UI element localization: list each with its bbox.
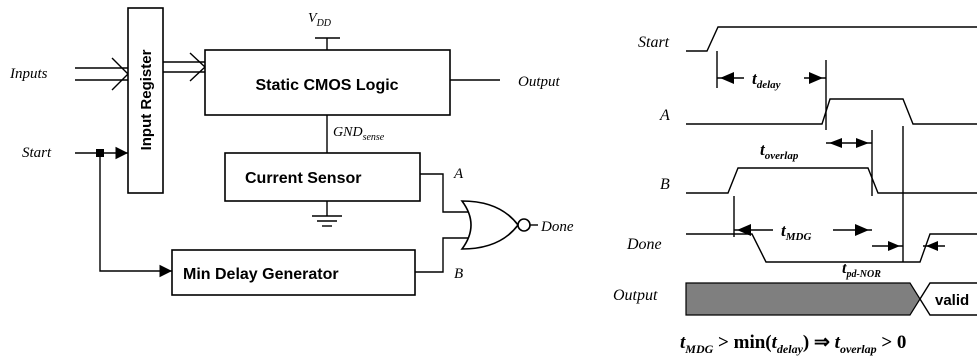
min-delay-generator-label: Min Delay Generator bbox=[183, 266, 339, 283]
start-label: Start bbox=[22, 145, 52, 161]
timing-label-done: Done bbox=[626, 236, 662, 253]
b-waveform bbox=[686, 167, 977, 194]
tdelay-label-bg bbox=[744, 66, 804, 90]
timing-label-a: A bbox=[659, 107, 670, 124]
block-diagram: Inputs Input Register VDD Static CMOS Lo… bbox=[9, 7, 574, 296]
timing-label-output: Output bbox=[613, 287, 658, 304]
tdelay-label: tdelay bbox=[752, 69, 781, 91]
current-sensor-box bbox=[224, 152, 421, 202]
done-waveform bbox=[686, 233, 977, 263]
done-label: Done bbox=[540, 219, 574, 235]
register-to-logic-bus bbox=[163, 52, 207, 82]
timing-label-start: Start bbox=[638, 34, 670, 51]
a-wire bbox=[420, 173, 472, 213]
tmdg-label-bg bbox=[773, 218, 833, 242]
vdd-label: VDD bbox=[308, 11, 332, 29]
b-wire bbox=[415, 237, 472, 273]
start-waveform bbox=[686, 26, 977, 52]
output-valid-outline bbox=[919, 282, 977, 316]
a-label: A bbox=[453, 166, 464, 182]
inputs-bus-arrow bbox=[75, 57, 129, 91]
ground-symbol bbox=[312, 201, 342, 227]
tpd-arrow-left bbox=[888, 241, 900, 251]
tdelay-arrow-right bbox=[809, 72, 823, 84]
a-waveform bbox=[686, 98, 977, 125]
output-valid-label: valid bbox=[935, 292, 969, 309]
tmdg-label: tMDG bbox=[781, 221, 811, 243]
timing-diagram: Start A B Done Output valid tdelay bbox=[613, 26, 977, 356]
input-register-box bbox=[127, 7, 164, 194]
toverlap-arrow-right bbox=[856, 138, 869, 148]
output-label: Output bbox=[518, 74, 561, 90]
current-sensor-label: Current Sensor bbox=[245, 170, 361, 187]
tdelay-arrow-left bbox=[720, 72, 734, 84]
start-to-mdg-arrow bbox=[99, 157, 172, 278]
nor-gate bbox=[460, 200, 531, 250]
start-junction bbox=[96, 149, 104, 157]
input-register-label: Input Register bbox=[138, 49, 155, 150]
static-cmos-logic-box bbox=[204, 49, 451, 116]
inputs-label: Inputs bbox=[9, 66, 48, 82]
static-cmos-logic-label: Static CMOS Logic bbox=[255, 77, 398, 94]
timing-label-b: B bbox=[660, 176, 670, 193]
tmdg-arrow-left bbox=[737, 224, 751, 236]
b-label: B bbox=[454, 266, 463, 282]
toverlap-label: toverlap bbox=[760, 140, 799, 162]
output-invalid-region bbox=[685, 282, 921, 316]
gnd-sense-label: GNDsense bbox=[333, 125, 385, 143]
timing-equation: tMDG > min(tdelay) ⇒ toverlap > 0 bbox=[680, 332, 906, 356]
tmdg-arrow-right bbox=[855, 224, 869, 236]
tpd-arrow-right bbox=[926, 241, 938, 251]
tpd-nor-label: tpd-NOR bbox=[842, 260, 881, 280]
toverlap-arrow-left bbox=[829, 138, 842, 148]
